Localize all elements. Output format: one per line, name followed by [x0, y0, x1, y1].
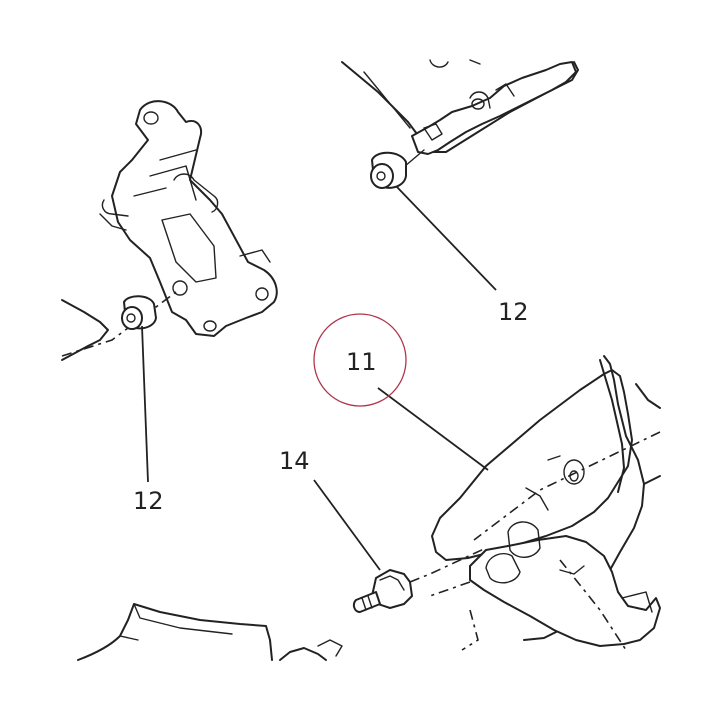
callout-11: 11 [346, 348, 377, 376]
stud-spacer [352, 547, 487, 613]
grommet-left [121, 295, 157, 330]
callout-12-left: 12 [133, 487, 164, 515]
leader-lines [141, 185, 497, 571]
bottom-left-fragment [77, 603, 343, 661]
grommet-upper [370, 149, 425, 189]
callout-14: 14 [279, 447, 310, 475]
upper-right-rail [341, 59, 579, 155]
left-bracket [99, 100, 278, 337]
left-panel-fragment [61, 291, 177, 361]
main-cover [429, 355, 661, 651]
highlight-circle [313, 313, 407, 407]
callout-12-upper: 12 [498, 298, 529, 326]
